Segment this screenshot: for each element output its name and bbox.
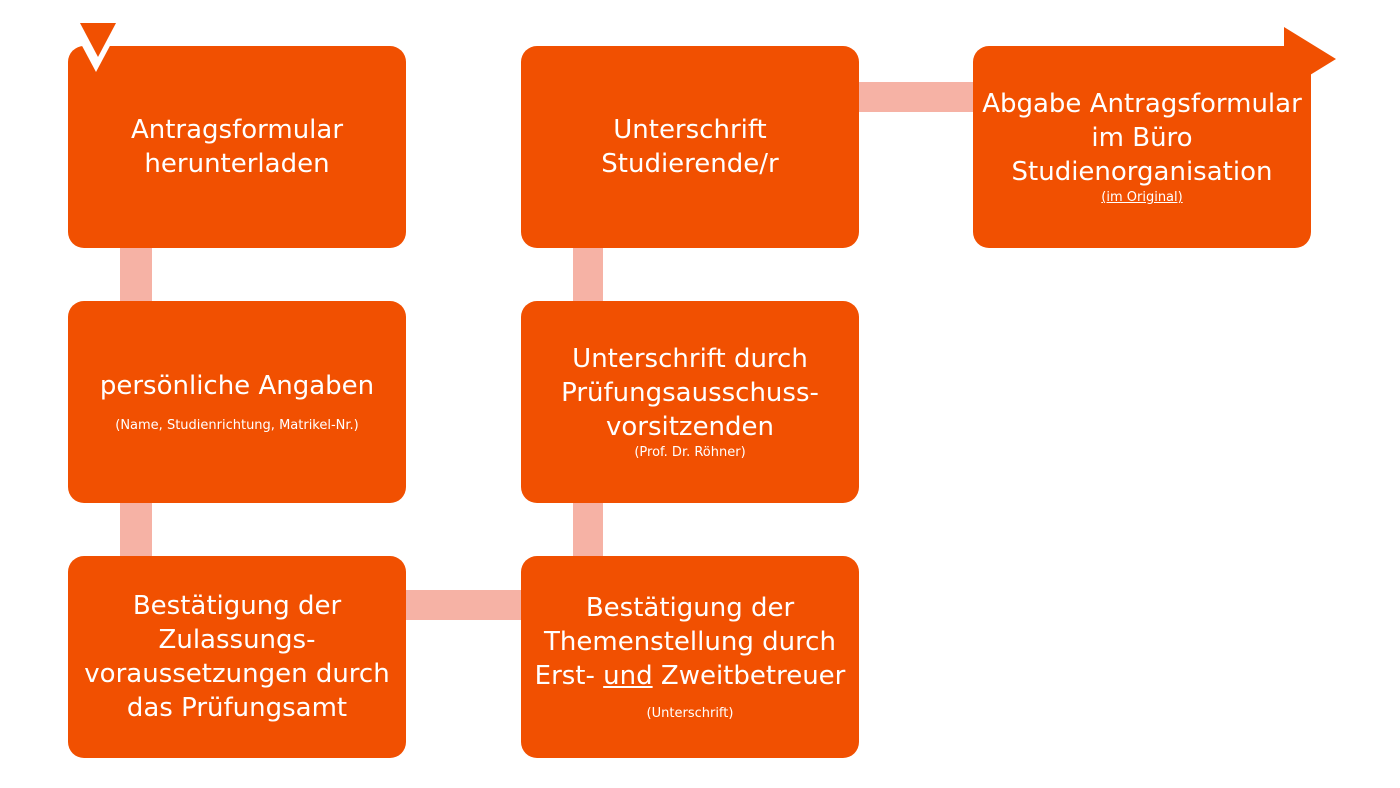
step-admission-line1: Bestätigung der [132,591,342,621]
step-admission-line4: das Prüfungsamt [126,693,348,723]
step-topic-line1: Bestätigung der [585,593,795,623]
step-student-line1: Unterschrift [613,115,767,145]
step-committee-line3: vorsitzenden [605,412,775,442]
connector-topic-committee [573,501,603,557]
connector-personal-admission [120,501,152,557]
step-student-signature: Unterschrift Studierende/r [521,46,859,248]
step-personal-sub: (Name, Studienrichtung, Matrikel-Nr.) [115,418,359,433]
step-topic-sub: (Unterschrift) [646,706,734,721]
step-submit-line3: Studienorganisation [1011,157,1273,187]
step-topic-line3: Erst- und Zweitbetreuer [535,659,846,693]
step-topic-line3-pre: Erst- [534,661,604,691]
connector-committee-student [573,246,603,302]
connector-admission-topic [405,590,523,620]
step-download-line1: Antragsformular [130,115,344,145]
step-topic-confirmation: Bestätigung der Themenstellung durch Ers… [521,556,859,758]
step-committee-line2: Prüfungsausschuss- [561,378,819,408]
step-submit-form: Abgabe Antragsformular im Büro Studienor… [973,46,1311,248]
step-download-line2: herunterladen [144,149,330,179]
step-personal-main: persönliche Angaben [99,371,375,401]
step-committee-line1: Unterschrift durch [572,344,808,374]
end-arrow-icon [1284,27,1336,91]
step-admission-line2: Zulassungs- [158,625,316,655]
step-submit-line2: im Büro [1091,123,1193,153]
connector-student-submit [857,82,975,112]
connector-download-personal [120,246,152,302]
step-admission-confirmation: Bestätigung der Zulassungs- voraussetzun… [68,556,406,758]
step-submit-line1: Abgabe Antragsformular [982,89,1302,119]
step-download-form: Antragsformular herunterladen [68,46,406,248]
start-marker-inner-icon [80,23,116,57]
step-student-line2: Studierende/r [601,149,779,179]
step-personal-details: persönliche Angaben (Name, Studienrichtu… [68,301,406,503]
step-topic-line2: Themenstellung durch [544,627,836,657]
step-submit-sub: (im Original) [1101,190,1183,205]
step-admission-line3: voraussetzungen durch [84,659,390,689]
step-topic-line3-post: Zweitbetreuer [652,661,846,691]
step-topic-line3-underlined: und [603,661,653,691]
step-committee-signature: Unterschrift durch Prüfungsausschuss- vo… [521,301,859,503]
step-committee-sub: (Prof. Dr. Röhner) [634,445,746,460]
